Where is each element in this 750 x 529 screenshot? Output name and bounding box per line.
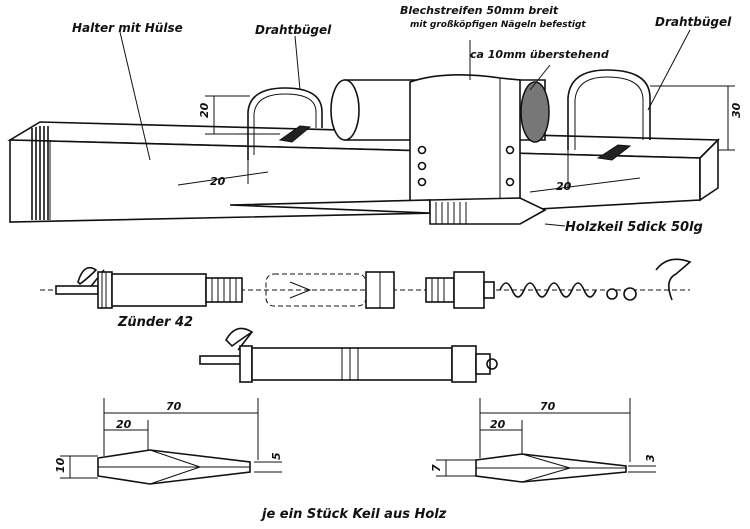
label-overhang: ca 10mm überstehend (470, 48, 609, 61)
dim-wedge-b-tip: 3 (644, 454, 657, 462)
dim-wedge-b-taper: 20 (490, 418, 506, 431)
wedge-b: 70 20 7 3 (430, 398, 657, 483)
leader-lines (119, 29, 691, 227)
washer (606, 288, 618, 300)
dimension-bracket-offset-left: 20 (177, 160, 269, 188)
dim-wedge-a-thick: 10 (54, 457, 67, 473)
label-wire-bracket-right: Drahtbügel (655, 15, 732, 29)
wire-wrapping (31, 126, 49, 220)
nail-head (505, 145, 515, 155)
nail-head (505, 177, 515, 187)
label-wire-bracket-left: Drahtbügel (255, 23, 332, 37)
dimension-bracket-offset-right: 20 (529, 150, 641, 193)
label-sheet-strip-line2: mit großköpfigen Nägeln befestigt (410, 20, 586, 30)
wood-wedge-installed (229, 197, 547, 225)
nail-head (417, 161, 427, 171)
dim-block-height: 30 (730, 102, 743, 118)
igniter-exploded-view (40, 258, 692, 309)
sheet-metal-strip (409, 74, 521, 206)
spring (499, 282, 597, 298)
wire-bracket-right (567, 69, 651, 161)
caption: je ein Stück Keil aus Holz (260, 507, 447, 522)
label-sheet-strip-line1: Blechstreifen 50mm breit (400, 4, 559, 17)
sleeve-hatched-end (520, 81, 550, 143)
dim-bracket-offset-left: 20 (210, 175, 226, 188)
igniter-assembled (199, 327, 498, 383)
dim-bracket-offset-right: 20 (556, 180, 572, 193)
dimension-block-height: 30 (650, 85, 743, 151)
wood-block-end-face (699, 138, 719, 202)
dim-wedge-a-length: 70 (166, 400, 182, 413)
washer (623, 287, 637, 301)
dim-wedge-a-tip: 5 (270, 452, 283, 460)
wire-bracket-left (247, 87, 323, 160)
nail-head (417, 145, 427, 155)
dim-wedge-b-thick: 7 (430, 464, 443, 472)
cotter-pin (655, 258, 692, 301)
label-igniter: Zünder 42 (117, 315, 193, 330)
label-holder: Halter mit Hülse (72, 21, 183, 35)
wedge-a: 70 20 10 5 (54, 398, 283, 485)
dim-wedge-a-taper: 20 (116, 418, 132, 431)
wooden-block-assembly (7, 69, 720, 225)
label-wood-wedge: Holzkeil 5dick 50lg (565, 220, 703, 235)
dim-bracket-height: 20 (198, 102, 211, 118)
dimension-bracket-height: 20 (198, 95, 280, 135)
dim-wedge-b-length: 70 (540, 400, 556, 413)
nail-head (417, 177, 427, 187)
